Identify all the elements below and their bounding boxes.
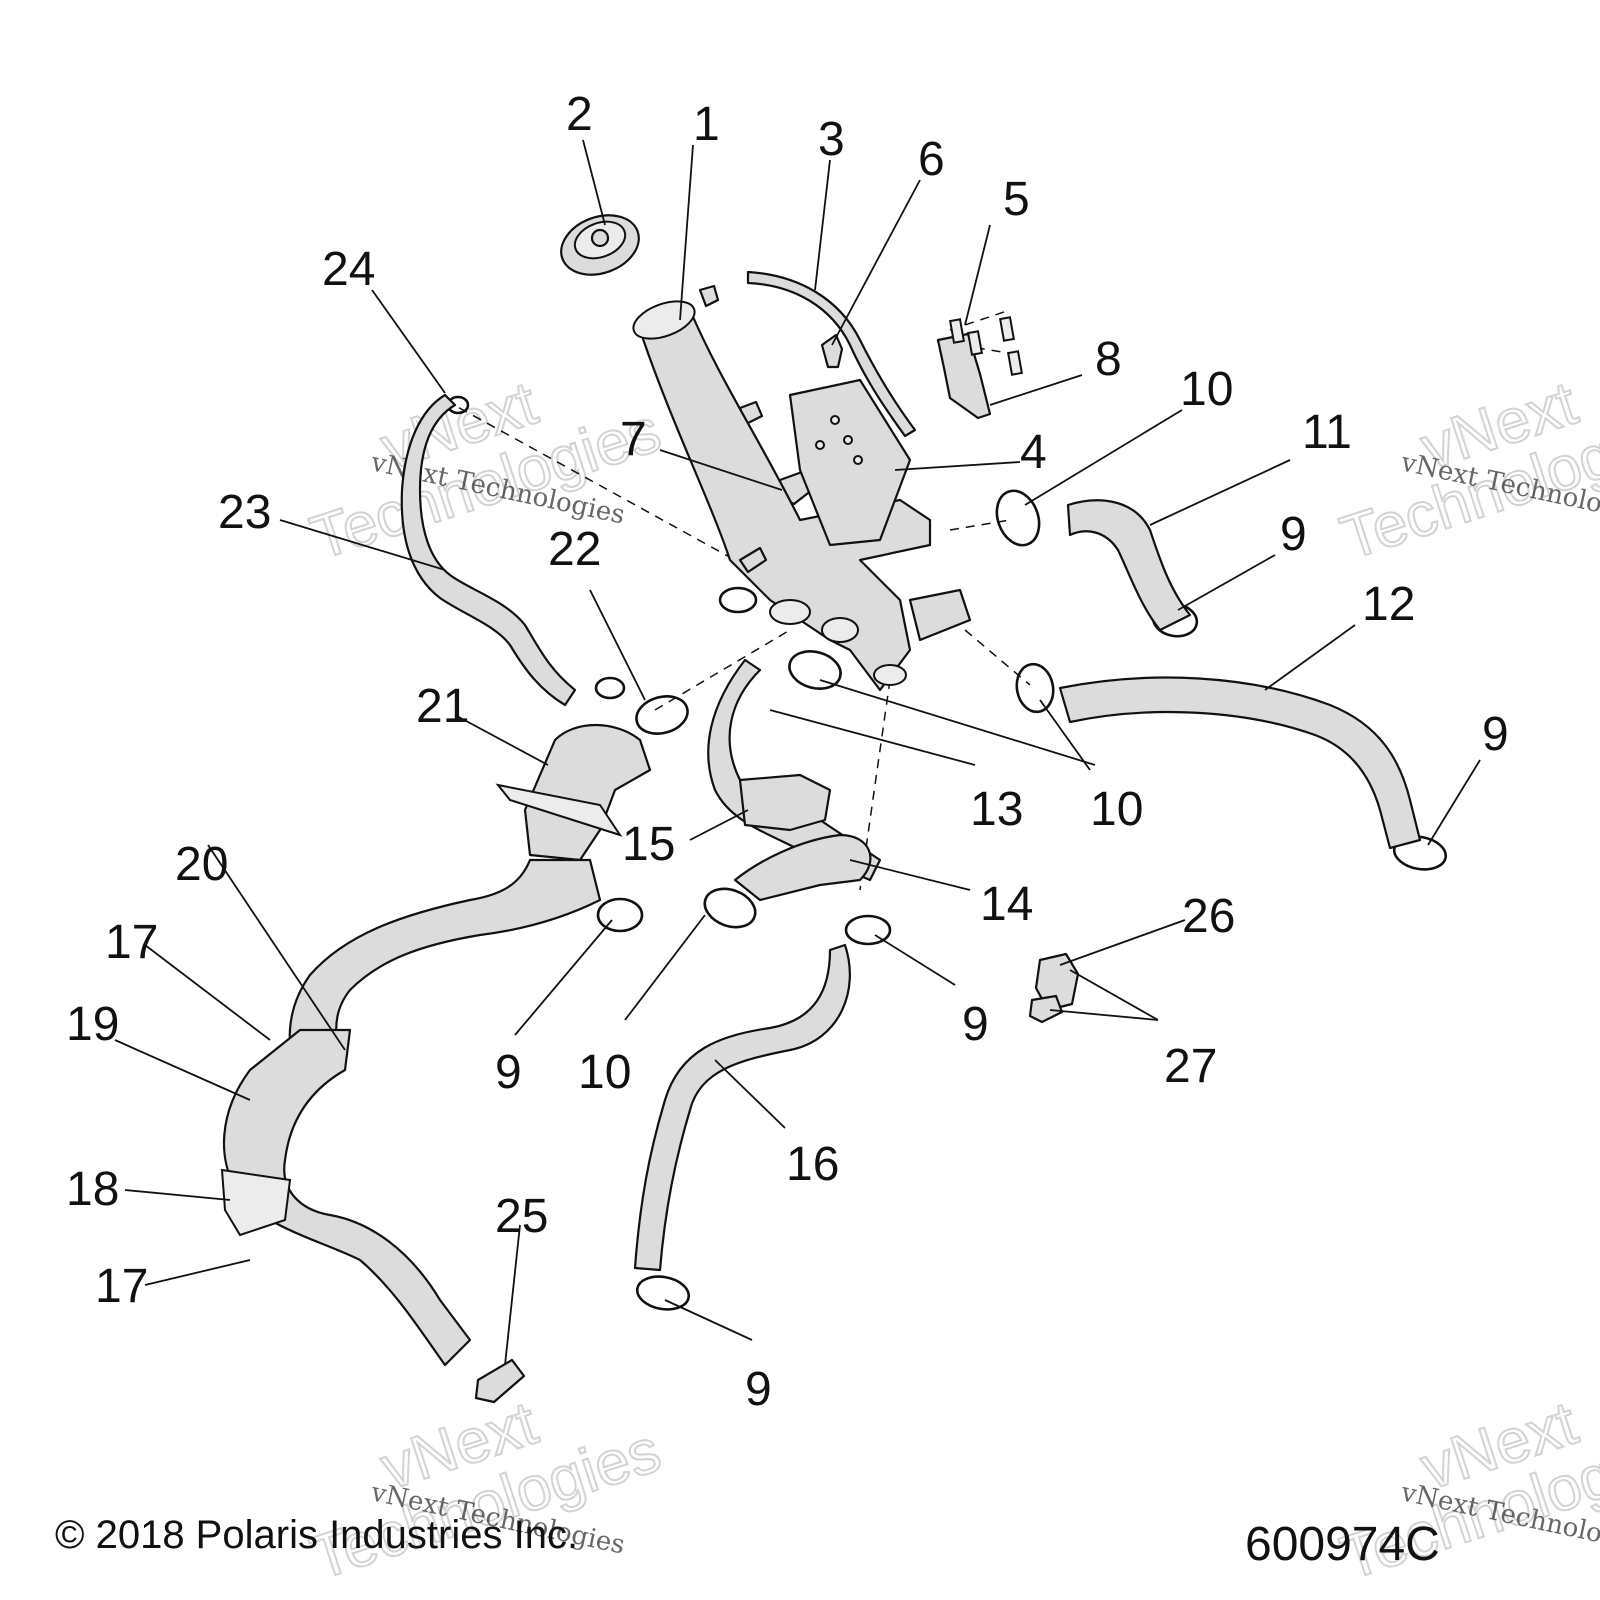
diagram-id: 600974C [1245,1518,1440,1571]
thermostat-housing-part [523,724,652,862]
bleed-valve-part [1034,952,1080,1012]
callout-18: 18 [66,1163,119,1216]
o-ring-part [1028,994,1064,1024]
callout-1: 1 [693,98,720,151]
callout-13: 13 [970,783,1023,836]
callout-11: 11 [1302,406,1352,459]
callout-14: 14 [980,878,1033,931]
copyright-text: © 2018 Polaris Industries Inc. [55,1513,578,1557]
callout-9: 9 [1482,708,1509,761]
callout-22: 22 [548,523,601,576]
callout-5: 5 [1003,173,1030,226]
callout-6: 6 [918,133,945,186]
callout-10: 10 [1180,363,1233,416]
callout-2: 2 [566,88,593,141]
coolant-reservoir-part [632,284,972,692]
callout-12: 12 [1362,578,1415,631]
callout-9: 9 [495,1046,522,1099]
callout-27: 27 [1164,1040,1217,1093]
callout-24: 24 [322,243,375,296]
callout-21: 21 [416,680,469,733]
gasket-part [495,783,623,837]
callout-10: 10 [578,1046,631,1099]
callout-3: 3 [818,113,845,166]
hose-connector-part [220,1168,292,1237]
callout-17: 17 [105,916,158,969]
hose-clamp-group [446,395,1448,1311]
upper-radiator-hose-part [1066,499,1192,632]
callout-20: 20 [175,838,228,891]
callout-17: 17 [95,1260,148,1313]
bracket-part [936,316,1023,420]
callout-7: 7 [620,413,647,466]
callout-9: 9 [745,1363,772,1416]
callout-10: 10 [1090,783,1143,836]
leader-lines [114,139,1481,1366]
callout-9: 9 [962,998,989,1051]
lower-hose-part [633,943,851,1272]
callout-23: 23 [218,486,271,539]
callout-8: 8 [1095,333,1122,386]
overflow-hose-part [400,393,577,707]
clip-part [820,333,844,369]
callout-labels: 1 2 3 4 5 6 7 8 10 11 9 12 9 13 10 14 15… [66,88,1509,1416]
callout-9: 9 [1280,508,1307,561]
callout-25: 25 [495,1190,548,1243]
callout-16: 16 [786,1138,839,1191]
radiator-cap-part [560,214,640,276]
hose-clip-part [474,1358,526,1404]
callout-15: 15 [622,818,675,871]
radiator-hose-part [1058,676,1422,850]
watermark-group: vNext Technologies vNext Technologies vN… [302,368,1600,1595]
outlet-hose-part [733,833,872,902]
callout-19: 19 [66,998,119,1051]
vent-hose-part [746,270,917,438]
callout-4: 4 [1020,426,1047,479]
callout-26: 26 [1182,890,1235,943]
tee-fitting-part [738,773,832,832]
